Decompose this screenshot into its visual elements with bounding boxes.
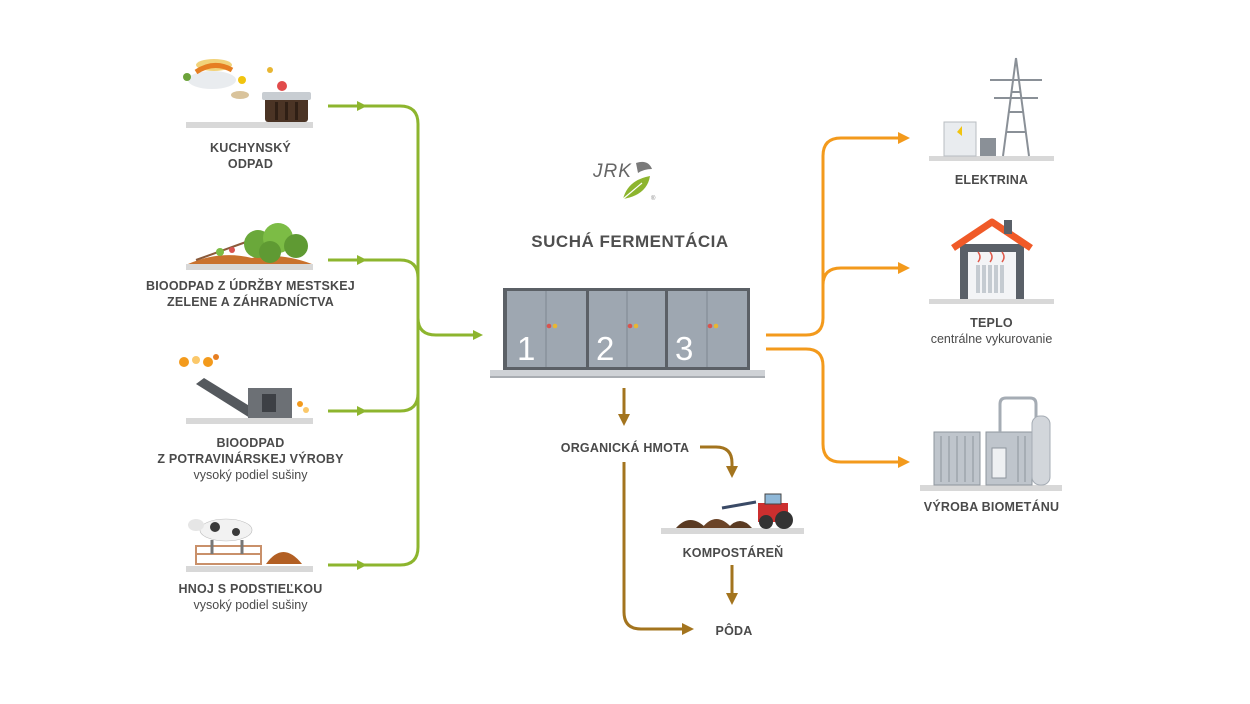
soil-label: PÔDA (715, 624, 753, 638)
collector (328, 104, 420, 567)
module-number: 2 (596, 330, 614, 367)
input-label-kitchen-waste: KUCHYNSKÝ ODPAD (210, 141, 291, 171)
input-label-manure: HNOJ S PODSTIEĽKOU vysoký podiel sušiny (178, 582, 323, 612)
composting-icon (661, 493, 804, 534)
output-label-electricity: ELEKTRINA (954, 173, 1029, 187)
arrow-to-fermenter (416, 317, 483, 340)
module-number: 3 (675, 330, 693, 367)
output-arrows (766, 132, 910, 468)
food-waste-icon (179, 354, 313, 424)
input-label-green-waste: BIOODPAD Z ÚDRŽBY MESTSKEJ ZELENE A ZÁHR… (146, 279, 355, 309)
jrk-logo: JRK ® (592, 161, 656, 202)
svg-text:®: ® (651, 195, 656, 202)
organic-matter-label: ORGANICKÁ HMOTA (560, 441, 690, 455)
electricity-icon (929, 57, 1054, 161)
input-label-food-waste: BIOODPAD Z POTRAVINÁRSKEJ VÝROBY vysoký … (157, 436, 344, 482)
diagram-title: SUCHÁ FERMENTÁCIA (531, 232, 729, 251)
svg-text:JRK: JRK (592, 161, 632, 182)
fermenter-module-1: 1 (507, 291, 586, 367)
input-arrows (328, 101, 483, 570)
kitchen-waste-icon (183, 59, 313, 128)
fermenter: 1 2 3 (490, 288, 765, 378)
output-label-heat: TEPLO centrálne vykurovanie (930, 316, 1053, 346)
manure-icon (186, 518, 313, 572)
output-label-biomethane: VÝROBA BIOMETÁNU (923, 500, 1060, 514)
module-number: 1 (517, 330, 535, 367)
heat-icon (929, 218, 1054, 304)
green-waste-icon (186, 223, 313, 270)
biomethane-icon (920, 396, 1062, 491)
composting-label: KOMPOSTÁREŇ (682, 546, 784, 560)
fermenter-module-3: 3 (668, 291, 747, 367)
fermenter-module-2: 2 (589, 291, 665, 367)
organic-arrows (618, 388, 738, 635)
